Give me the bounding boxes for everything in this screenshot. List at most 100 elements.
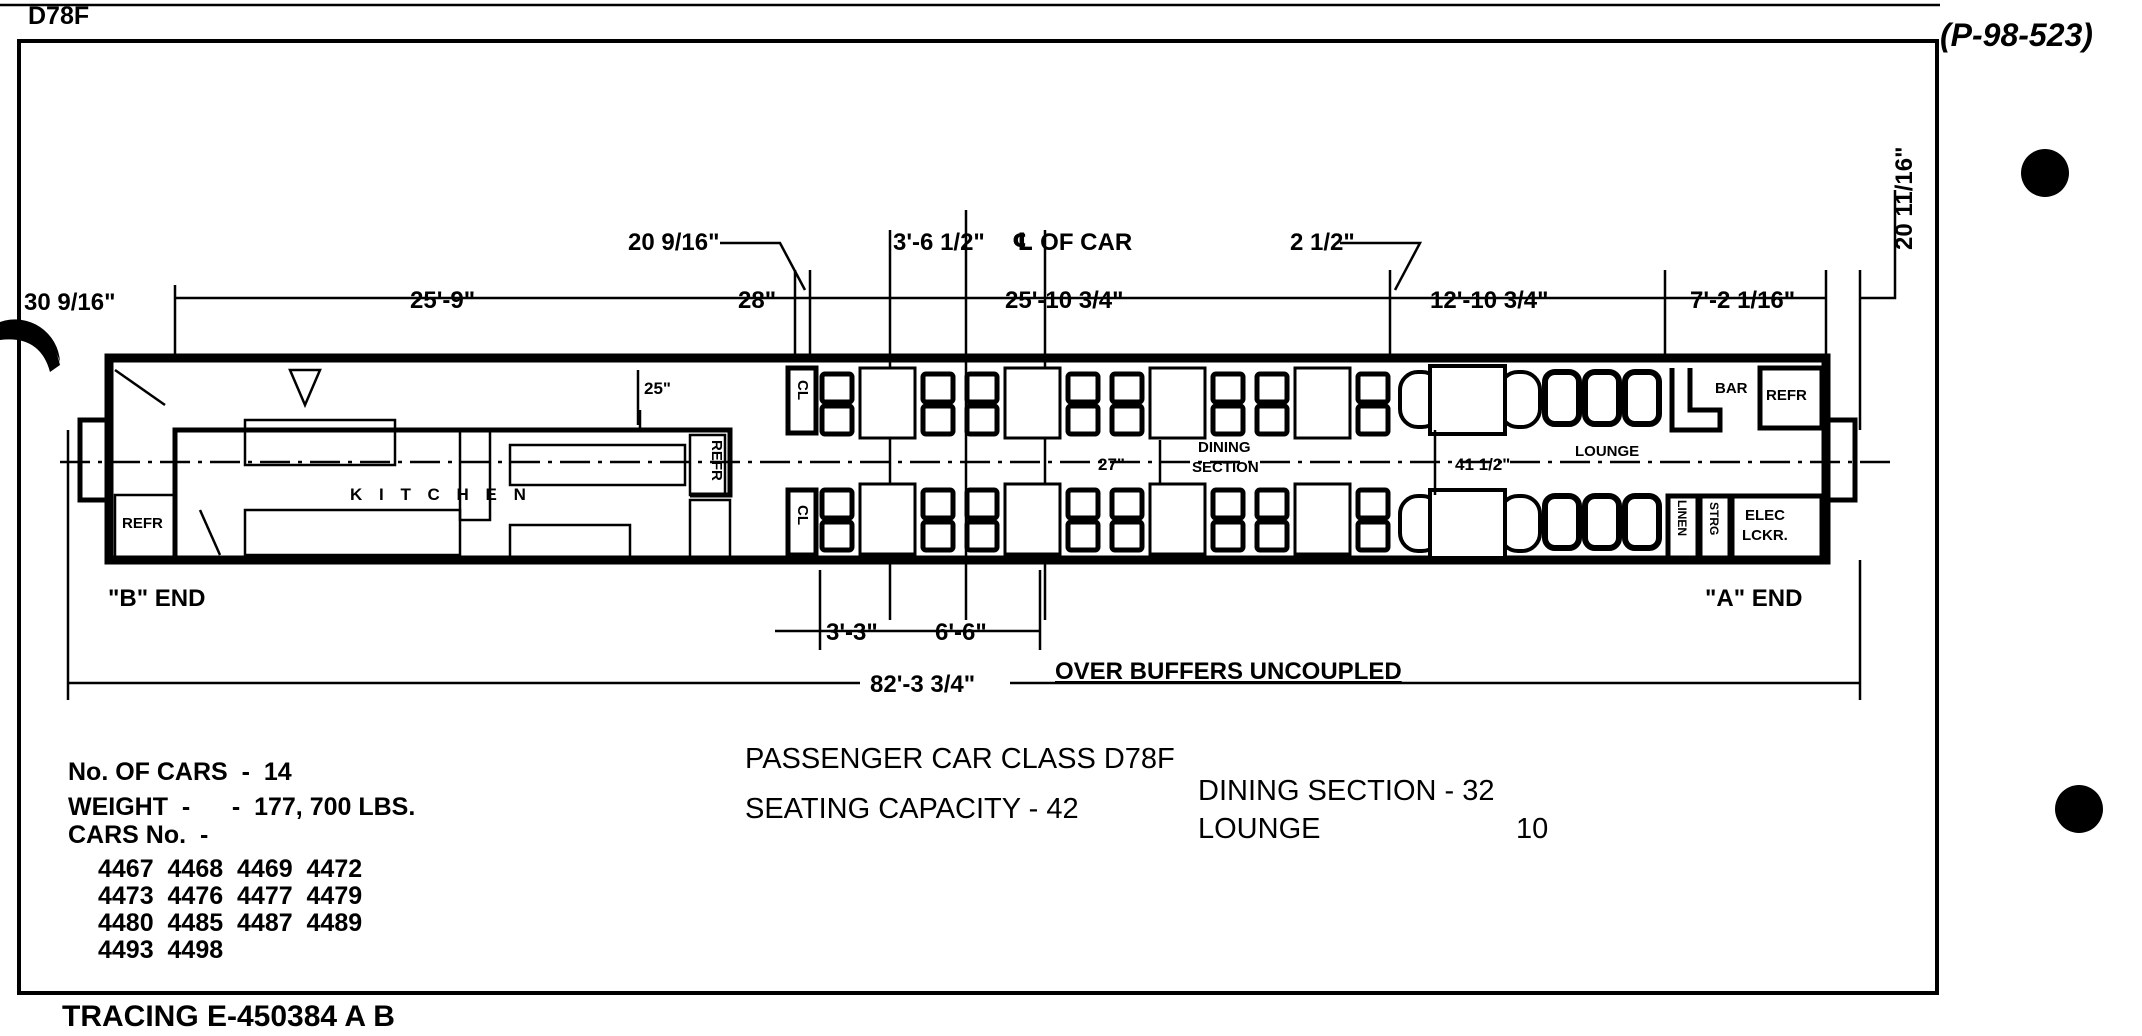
cars-count: No. OF CARS - 14 xyxy=(68,758,292,786)
dining-chair xyxy=(1210,487,1246,521)
dim-end-overhang: 30 9/16" xyxy=(24,289,115,316)
a-end-diaphragm xyxy=(1826,417,1858,503)
refr-b-label: REFR xyxy=(122,515,163,532)
dining-chair xyxy=(1254,403,1290,437)
dining-table xyxy=(1003,482,1062,556)
a-end-label: "A" END xyxy=(1705,585,1802,612)
reference-number: (P-98-523) xyxy=(1940,17,2093,53)
strg-label: STRG xyxy=(1707,502,1721,535)
dining-chair xyxy=(1210,403,1246,437)
dining-table xyxy=(858,482,917,556)
dim-lounge-length: 12'-10 3/4" xyxy=(1430,287,1549,314)
bar-label: BAR xyxy=(1715,380,1748,397)
dining-chair xyxy=(920,519,956,553)
dining-chair xyxy=(1065,371,1101,405)
dining-table xyxy=(1293,366,1352,440)
punch-hole-bottom xyxy=(2055,785,2103,833)
dining-chair xyxy=(1065,403,1101,437)
dining-chair xyxy=(1210,519,1246,553)
punch-hole-top xyxy=(2021,149,2069,197)
kitchen-area xyxy=(113,368,733,562)
dining-chair xyxy=(1355,487,1391,521)
dining-chair xyxy=(920,371,956,405)
dim-bottom-3-3: 3'-3" xyxy=(826,619,878,646)
dining-table xyxy=(1148,366,1207,440)
dim-aisle-25: 25" xyxy=(644,379,671,398)
lounge-capacity-value: 10 xyxy=(1516,813,1548,845)
closet-top-label: CL xyxy=(794,380,811,400)
dining-chair xyxy=(1254,519,1290,553)
dining-table xyxy=(1293,482,1352,556)
dining-chair xyxy=(1065,487,1101,521)
dining-chair xyxy=(1109,487,1145,521)
dining-label-1: DINING xyxy=(1198,439,1251,456)
dining-chair xyxy=(819,487,855,521)
dim-bar-length: 7'-2 1/16" xyxy=(1690,287,1795,314)
lounge-label: LOUNGE xyxy=(1575,443,1639,460)
dim-overall-length: 82'-3 3/4" xyxy=(870,671,975,698)
lounge-table xyxy=(1428,364,1507,436)
dining-chair xyxy=(1355,403,1391,437)
car-numbers-row: 4493 4498 xyxy=(98,936,223,964)
dining-chair xyxy=(1065,519,1101,553)
dim-bottom-6-6: 6'-6" xyxy=(935,619,987,646)
drawing-border xyxy=(17,39,1939,995)
weight: WEIGHT - - 177, 700 LBS. xyxy=(68,793,415,821)
b-end-label: "B" END xyxy=(108,585,205,612)
dining-chair xyxy=(964,519,1000,553)
dining-chair xyxy=(1109,519,1145,553)
lounge-seating xyxy=(1398,364,1662,560)
dim-dining-length: 25'-10 3/4" xyxy=(1005,287,1124,314)
car-class: PASSENGER CAR CLASS D78F xyxy=(745,743,1175,775)
dim-offset-20: 20 9/16" xyxy=(628,229,719,256)
dim-vertical-20: 20 11/16" xyxy=(1891,147,1918,250)
dining-chair xyxy=(964,371,1000,405)
lounge-capacity-label: LOUNGE xyxy=(1198,813,1320,845)
refr-kitchen-label: REFR xyxy=(708,440,725,481)
dining-chair xyxy=(964,487,1000,521)
dining-chair xyxy=(819,519,855,553)
dining-label-2: SECTION xyxy=(1192,459,1259,476)
dining-chair xyxy=(1254,371,1290,405)
lounge-seat xyxy=(1542,493,1582,551)
dining-chair xyxy=(1210,371,1246,405)
lounge-table xyxy=(1428,488,1507,560)
dim-kitchen-length: 25'-9" xyxy=(410,287,475,314)
dim-offset-2: 2 1/2" xyxy=(1290,229,1355,256)
car-numbers-row: 4473 4476 4477 4479 xyxy=(98,882,362,910)
bar-area xyxy=(1665,365,1825,561)
dining-chair xyxy=(920,403,956,437)
car-numbers-row: 4467 4468 4469 4472 xyxy=(98,855,362,883)
lounge-seat xyxy=(1582,369,1622,427)
refr-a-label: REFR xyxy=(1766,387,1807,404)
dim-aisle-41: 41 1/2" xyxy=(1455,455,1510,474)
dim-offset-3-6: 3'-6 1/2" xyxy=(893,229,985,256)
dim-aisle-27: 27" xyxy=(1098,455,1125,474)
dining-chair xyxy=(1109,371,1145,405)
elec-label-2: LCKR. xyxy=(1742,527,1788,544)
seating-capacity: SEATING CAPACITY - 42 xyxy=(745,793,1079,825)
linen-label: LINEN xyxy=(1675,500,1689,536)
closet-top xyxy=(785,365,819,436)
dim-centerline: ℄ OF CAR xyxy=(1012,229,1132,256)
dining-section-seating xyxy=(819,366,1391,556)
dining-chair xyxy=(1355,519,1391,553)
corner-label: D78F xyxy=(28,2,89,30)
lounge-seat xyxy=(1622,493,1662,551)
dining-chair xyxy=(920,487,956,521)
elec-label-1: ELEC xyxy=(1745,507,1785,524)
dim-gap-28: 28" xyxy=(738,287,776,314)
car-body xyxy=(104,353,1831,565)
dining-chair xyxy=(1355,371,1391,405)
tracing-number: TRACING E-450384 A B xyxy=(62,1000,395,1033)
dining-chair xyxy=(1254,487,1290,521)
cars-no-label: CARS No. - xyxy=(68,821,208,849)
kitchen-label: K I T C H E N xyxy=(350,485,532,504)
lounge-seat xyxy=(1582,493,1622,551)
closet-bottom-label: CL xyxy=(794,505,811,525)
dining-chair xyxy=(964,403,1000,437)
car-numbers-row: 4480 4485 4487 4489 xyxy=(98,909,362,937)
dining-table xyxy=(1003,366,1062,440)
closet-bottom xyxy=(785,487,819,558)
